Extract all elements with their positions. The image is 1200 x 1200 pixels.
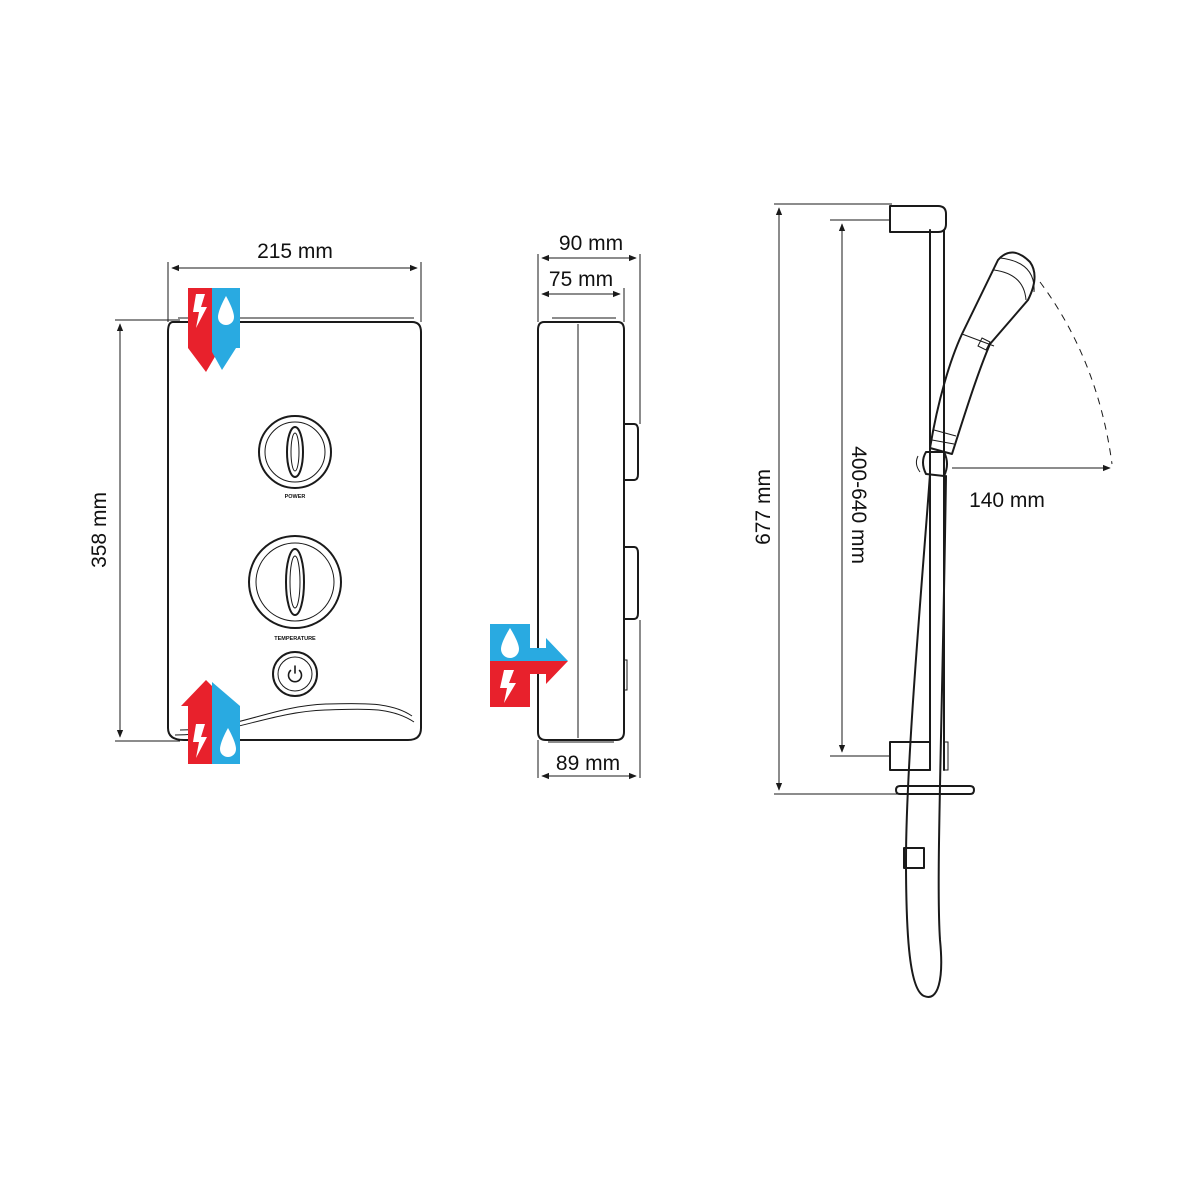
shower-hose bbox=[905, 473, 947, 998]
lightning-bolt-icon bbox=[500, 670, 516, 703]
riser-rail bbox=[929, 229, 945, 771]
side-view: 90 mm 75 mm 89 mm bbox=[490, 232, 641, 780]
rail-adjust-range-label: 400-640 mm bbox=[847, 446, 870, 564]
shower-handset[interactable] bbox=[929, 251, 1036, 455]
side-supply-icon bbox=[490, 624, 568, 707]
front-width-label: 215 mm bbox=[257, 240, 333, 263]
water-drop-icon bbox=[501, 628, 519, 658]
temperature-label: TEMPERATURE bbox=[274, 636, 316, 642]
soap-dish bbox=[895, 785, 975, 795]
top-supply-icon bbox=[188, 288, 240, 372]
power-icon bbox=[287, 665, 303, 683]
lightning-bolt-icon bbox=[193, 294, 207, 328]
handset-swing-arc bbox=[1039, 281, 1113, 465]
side-inner-depth-label: 75 mm bbox=[549, 268, 613, 291]
side-temperature-knob-profile bbox=[623, 546, 639, 620]
dimension-head-reach: 140 mm bbox=[952, 464, 1111, 512]
front-view: POWER TEMPERATURE 215 mm bbox=[88, 240, 422, 764]
side-outer-depth-label: 90 mm bbox=[559, 232, 623, 255]
lightning-bolt-icon bbox=[193, 724, 207, 758]
side-button-profile bbox=[624, 659, 628, 691]
side-power-knob-profile bbox=[623, 423, 639, 481]
water-drop-icon bbox=[220, 728, 236, 757]
front-height-label: 358 mm bbox=[88, 492, 111, 568]
handset-button[interactable] bbox=[977, 337, 991, 351]
handset-slider[interactable] bbox=[922, 451, 948, 477]
water-drop-icon bbox=[218, 296, 234, 325]
power-knob[interactable] bbox=[258, 415, 332, 489]
side-bottom-depth-label: 89 mm bbox=[556, 752, 620, 775]
dimension-side-inner: 75 mm bbox=[541, 268, 625, 322]
rail-kit-view: 677 mm 400-640 mm 140 mm bbox=[752, 203, 1113, 998]
dimension-side-bottom: 89 mm bbox=[537, 620, 641, 780]
dimension-side-outer: 90 mm bbox=[537, 232, 641, 424]
front-body-outline bbox=[167, 321, 422, 741]
power-button[interactable] bbox=[272, 651, 318, 697]
water-supply-arrow-right-icon bbox=[490, 624, 568, 661]
dimension-front-width: 215 mm bbox=[167, 240, 422, 322]
temperature-knob[interactable] bbox=[248, 535, 342, 629]
hose-connector bbox=[903, 847, 925, 869]
bottom-rail-bracket bbox=[889, 741, 931, 771]
dimension-rail-adjust: 400-640 mm bbox=[830, 219, 890, 757]
electric-supply-arrow-up-icon bbox=[181, 680, 212, 764]
dimension-rail-total: 677 mm bbox=[752, 203, 898, 795]
water-supply-arrow-down-icon bbox=[212, 288, 240, 370]
rail-total-height-label: 677 mm bbox=[752, 469, 775, 545]
top-rail-bracket bbox=[889, 205, 947, 233]
side-body-outline[interactable] bbox=[537, 321, 625, 741]
head-reach-label: 140 mm bbox=[969, 489, 1045, 512]
bottom-supply-icon bbox=[181, 680, 240, 764]
dimension-front-height: 358 mm bbox=[88, 319, 180, 742]
power-label: POWER bbox=[285, 494, 306, 500]
